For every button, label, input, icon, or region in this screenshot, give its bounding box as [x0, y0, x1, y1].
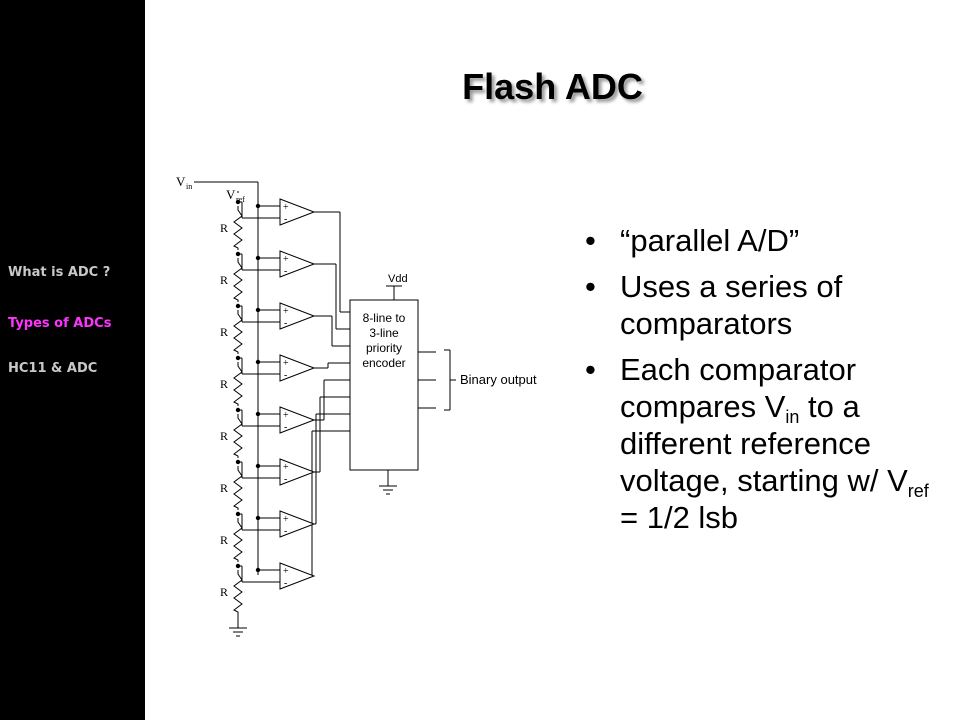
vref-subscript: ref: [236, 195, 245, 204]
bullet-dot: •: [585, 352, 596, 387]
junction-dot: [235, 407, 241, 413]
priority-encoder-box: [349, 299, 419, 471]
resistor: [233, 466, 243, 510]
junction-dot: [235, 563, 241, 569]
resistor: [233, 570, 243, 614]
encoder-label-line: encoder: [362, 356, 405, 370]
comparator-minus-sign: -: [284, 266, 287, 277]
comparator-plus-sign: +: [283, 514, 289, 525]
comparator: [279, 302, 316, 330]
comparator-minus-sign: -: [284, 318, 287, 329]
comparator-plus-sign: +: [283, 358, 289, 369]
bullet-dot: •: [585, 223, 596, 258]
resistor: [233, 518, 243, 562]
comparator: [279, 354, 316, 382]
comparator: [279, 458, 316, 486]
comparator-plus-sign: +: [283, 462, 289, 473]
resistor-label: R: [220, 325, 228, 339]
comparator-minus-sign: -: [284, 526, 287, 537]
nav-item-hc11-and-adc[interactable]: HC11 & ADC: [8, 361, 98, 376]
comparator-plus-sign: +: [283, 306, 289, 317]
comparator-plus-sign: +: [283, 202, 289, 213]
junction-dot: [235, 199, 241, 205]
junction-dot: [235, 355, 241, 361]
resistor-label: R: [220, 533, 228, 547]
junction-dot: [255, 255, 261, 261]
comparator: [279, 198, 316, 226]
comparator: [279, 510, 316, 538]
junction-dot: [255, 203, 261, 209]
resistor-label: R: [220, 585, 228, 599]
encoder-label-line: 8-line to: [363, 311, 406, 325]
comparator-minus-sign: -: [284, 422, 287, 433]
vref-subscript: ref: [907, 481, 929, 501]
binary-output-label: Binary output: [460, 372, 537, 387]
resistor: [233, 362, 243, 406]
comparator: [279, 406, 316, 434]
junction-dot: [235, 511, 241, 517]
bullet-list: • “parallel A/D” • Uses a series of compar…: [585, 222, 945, 545]
junction-dot: [255, 359, 261, 365]
junction-dot: [255, 463, 261, 469]
bullet-item: • “parallel A/D”: [585, 222, 945, 259]
nav-item-what-is-adc[interactable]: What is ADC ?: [8, 265, 111, 280]
bullet-dot: •: [585, 269, 596, 304]
vin-label: V: [176, 174, 186, 189]
bullet-text-compare: Each comparator compares Vin to a differ…: [620, 352, 929, 535]
junction-dot: [235, 303, 241, 309]
resistor-label: R: [220, 273, 228, 287]
encoder-label-line: 3-line: [369, 326, 399, 340]
comparator-plus-sign: +: [283, 410, 289, 421]
bullet-text-series: Uses a series of comparators: [620, 269, 843, 341]
resistor-label: R: [220, 429, 228, 443]
sidebar-nav: What is ADC ? Types of ADCs HC11 & ADC: [0, 0, 145, 720]
vref-label: V: [226, 187, 236, 202]
resistor-label: R: [220, 481, 228, 495]
bullet-item: • Uses a series of comparators: [585, 268, 945, 342]
resistor: [233, 414, 243, 458]
junction-dot: [255, 307, 261, 313]
slide-title: Flash ADC: [462, 66, 643, 107]
junction-dot: [255, 567, 261, 573]
comparator-minus-sign: -: [284, 474, 287, 485]
comparator-minus-sign: -: [284, 578, 287, 589]
junction-dot: [255, 411, 261, 417]
comparator-minus-sign: -: [284, 214, 287, 225]
junction-dot: [235, 459, 241, 465]
comparator: [279, 562, 316, 590]
junction-dot: [235, 251, 241, 257]
encoder-label-line: priority: [366, 341, 402, 355]
bullet-text-parallel: “parallel A/D”: [620, 223, 800, 258]
vdd-label: Vdd: [388, 273, 408, 285]
comparator: [279, 250, 316, 278]
resistor: [233, 206, 243, 250]
comparator-plus-sign: +: [283, 254, 289, 265]
resistor: [233, 310, 243, 354]
bullet-item: • Each comparator compares Vin to a diffe…: [585, 351, 945, 536]
comparator-minus-sign: -: [284, 370, 287, 381]
nav-item-types-of-adcs[interactable]: Types of ADCs: [8, 316, 112, 331]
comparator-plus-sign: +: [283, 566, 289, 577]
resistor-label: R: [220, 377, 228, 391]
junction-dot: [255, 515, 261, 521]
vin-subscript: in: [785, 407, 800, 427]
vin-subscript: in: [186, 182, 192, 191]
resistor: [233, 258, 243, 302]
resistor-label: R: [220, 221, 228, 235]
